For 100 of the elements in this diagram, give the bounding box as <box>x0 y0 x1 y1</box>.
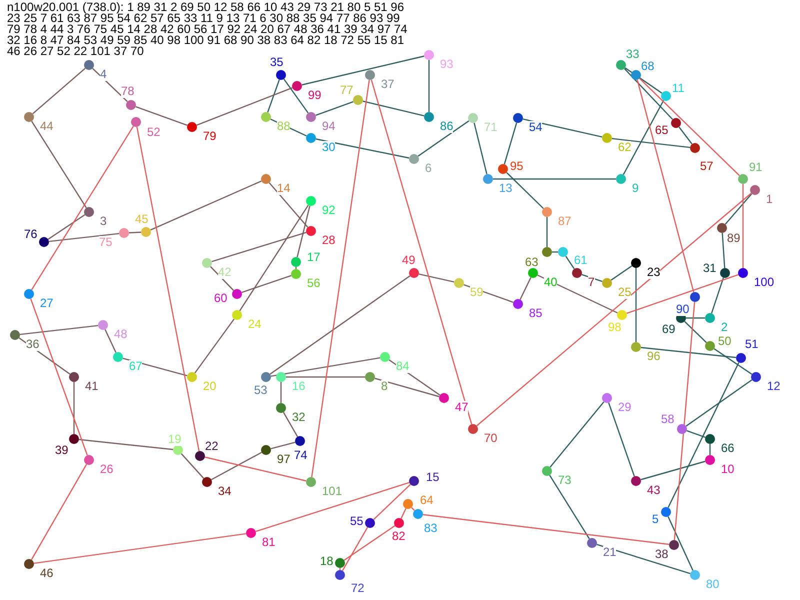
point-number: 77 <box>340 84 354 97</box>
point-number: 12 <box>767 380 780 393</box>
point-number: 57 <box>700 160 714 173</box>
point-number: 34 <box>218 485 232 498</box>
route-line <box>428 60 430 112</box>
point-number: 63 <box>525 256 538 269</box>
point-number: 33 <box>626 48 640 61</box>
point-number: 70 <box>484 432 498 445</box>
point-number: 14 <box>277 182 290 195</box>
point-number: 71 <box>484 121 498 134</box>
point-number: 20 <box>203 380 216 393</box>
point-number: 73 <box>558 474 572 487</box>
point-number: 78 <box>121 85 134 98</box>
route-line <box>400 508 406 519</box>
route-line <box>522 118 602 138</box>
point-number: 18 <box>320 555 334 568</box>
point-number: 66 <box>721 442 734 455</box>
route-line <box>280 382 282 403</box>
route-line <box>256 482 410 532</box>
route-line <box>20 324 98 336</box>
point-number: 62 <box>618 141 632 154</box>
route-line <box>31 126 134 290</box>
route-line <box>270 442 296 450</box>
point-number: 3 <box>100 215 107 228</box>
route-line <box>302 56 424 86</box>
point-number: 79 <box>203 130 216 143</box>
point-number: 88 <box>277 120 290 133</box>
route-line <box>636 80 694 292</box>
route-line <box>742 184 744 268</box>
point-number: 28 <box>322 234 336 247</box>
route-line <box>30 298 88 456</box>
route-line <box>242 275 292 293</box>
point-number: 30 <box>322 141 336 154</box>
point-number: 43 <box>647 484 660 497</box>
route-line <box>668 362 740 508</box>
point-number: 98 <box>608 321 622 334</box>
point-number: 52 <box>147 126 160 139</box>
route-line <box>476 192 752 426</box>
route-line <box>610 265 632 281</box>
point-number: 8 <box>381 380 388 393</box>
point-number: 40 <box>544 276 558 289</box>
point-number: 51 <box>745 338 758 351</box>
route-line <box>194 318 235 374</box>
point-number: 39 <box>55 444 68 457</box>
route-line <box>418 120 470 157</box>
route-line <box>311 80 370 478</box>
route-line <box>267 80 280 112</box>
point-number: 36 <box>26 338 40 351</box>
point-number: 83 <box>424 522 438 535</box>
route-line <box>537 274 618 314</box>
route-line <box>374 378 440 398</box>
point-number: 21 <box>603 546 616 559</box>
point-number: 42 <box>218 266 232 279</box>
route-line <box>370 80 472 424</box>
route-line <box>210 266 234 291</box>
point-number: 4 <box>100 68 107 81</box>
route-line <box>622 100 664 175</box>
point-number: 96 <box>647 350 660 363</box>
point-number: 56 <box>307 277 320 290</box>
point-number: 45 <box>135 213 148 226</box>
route-line <box>668 516 694 571</box>
point-number: 82 <box>392 530 406 543</box>
route-line <box>128 232 142 234</box>
point-number: 32 <box>292 411 306 424</box>
point-number: 15 <box>426 471 440 484</box>
route-line <box>104 329 116 353</box>
route-line <box>270 275 410 375</box>
route-line <box>711 278 724 314</box>
route-line <box>684 321 707 343</box>
route-line <box>31 120 87 208</box>
point-number: 65 <box>655 124 668 137</box>
point-number: 37 <box>381 78 394 91</box>
route-line <box>122 358 188 376</box>
route-line <box>549 474 590 540</box>
route-line <box>686 430 706 438</box>
route-line <box>422 514 670 545</box>
route-line <box>48 232 120 242</box>
point-number: 7 <box>588 276 595 289</box>
point-number: 101 <box>322 485 342 498</box>
point-number: 99 <box>308 89 322 102</box>
point-number: 2 <box>721 321 728 334</box>
point-number: 74 <box>294 449 308 462</box>
point-number: 91 <box>749 161 762 174</box>
point-number: 48 <box>114 328 128 341</box>
point-number: 55 <box>350 515 364 528</box>
point-number: 67 <box>129 360 142 373</box>
route-line <box>608 402 635 476</box>
point-number: 76 <box>24 228 38 241</box>
route-line <box>565 256 575 270</box>
route-line <box>640 460 706 480</box>
point-number: 60 <box>214 292 228 305</box>
route-line <box>342 527 368 571</box>
point-number: 95 <box>510 160 524 173</box>
point-number: 97 <box>277 453 290 466</box>
route-line <box>150 180 262 231</box>
route-line <box>612 138 690 148</box>
point-number: 80 <box>706 578 720 591</box>
point-number: 49 <box>402 254 416 267</box>
point-number: 64 <box>420 494 434 507</box>
point-number: 1 <box>766 193 773 206</box>
